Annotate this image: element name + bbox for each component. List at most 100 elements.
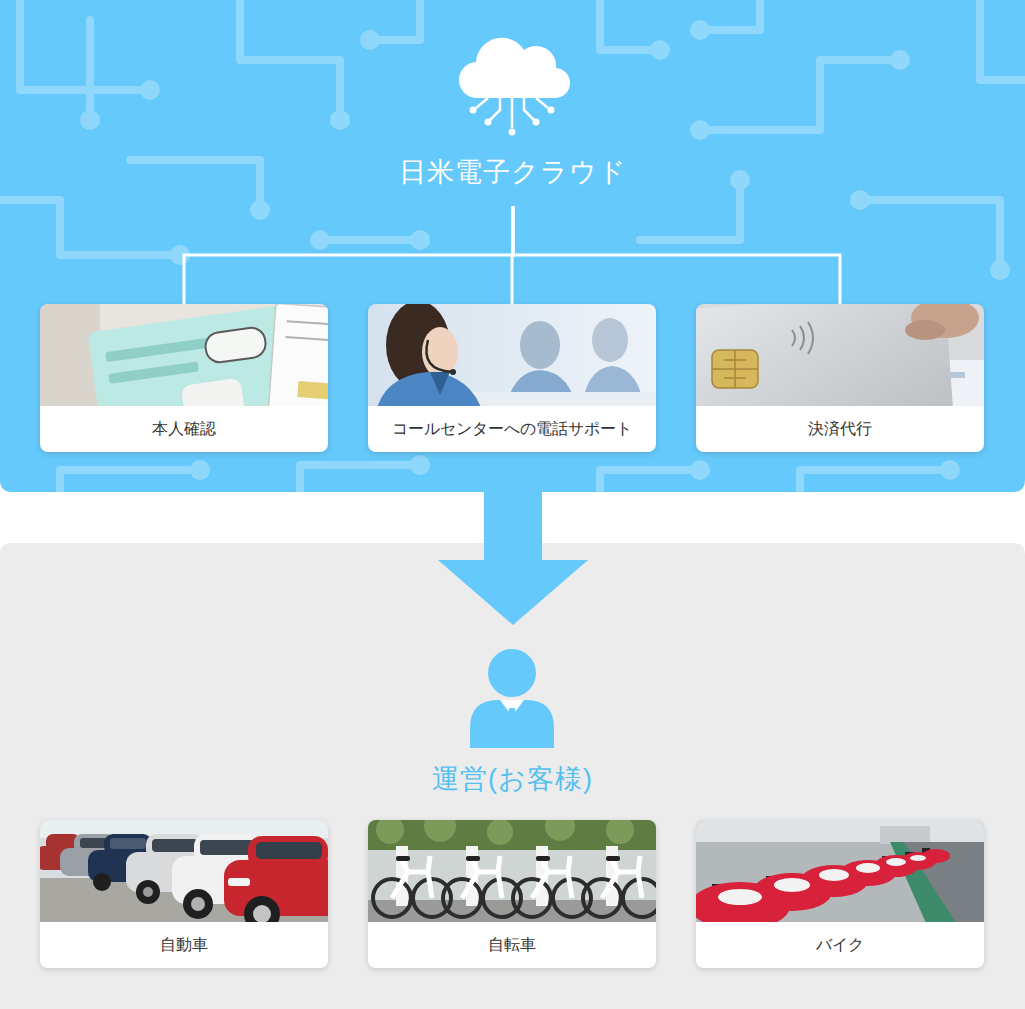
circuit-pattern	[320, 236, 420, 244]
id-card-photo	[287, 320, 328, 326]
payment-card-photo	[712, 350, 758, 388]
scooters-photo	[712, 848, 930, 912]
cloud-icon	[459, 38, 570, 98]
operator-person-icon	[470, 649, 554, 748]
service-card: 自転車	[368, 820, 656, 968]
card-label-strip: 自動車	[40, 922, 328, 968]
cloud-icon	[476, 98, 548, 128]
cloud-panel-ground	[0, 0, 1025, 492]
cloud-icon	[459, 38, 570, 136]
cloud-icon	[509, 129, 516, 136]
cloud-icon	[548, 107, 555, 114]
circuit-pattern	[700, 60, 900, 130]
card-label-strip: バイク	[696, 922, 984, 968]
tree-connector	[513, 206, 840, 304]
card-label: 自転車	[488, 935, 536, 955]
card-label-strip: 本人確認	[40, 406, 328, 452]
cars-photo	[183, 889, 213, 919]
flow-arrow	[438, 492, 588, 625]
card-label: バイク	[816, 935, 864, 955]
bicycles-photo	[376, 820, 404, 844]
cloud-icon	[470, 107, 555, 136]
service-card: 自動車	[40, 820, 328, 968]
cars-photo	[40, 820, 328, 932]
panel-heading-row: 運営(お客様)	[0, 759, 1025, 799]
cars-photo	[191, 897, 205, 911]
cars-photo	[256, 842, 322, 859]
call-center-photo	[426, 340, 452, 372]
scooters-photo	[696, 849, 950, 930]
circuit-nodes	[990, 260, 1010, 280]
bicycles-photo	[396, 856, 620, 861]
bicycles-photo	[532, 856, 572, 898]
circuit-pattern	[700, 0, 760, 30]
bicycles-photo	[487, 820, 513, 845]
card-label: コールセンターへの電話サポート	[392, 419, 632, 439]
scooters-photo	[718, 855, 926, 905]
circuit-nodes	[730, 170, 750, 190]
cloud-icon	[533, 119, 540, 126]
cars-photo	[228, 878, 250, 886]
cars-photo	[93, 873, 111, 891]
circuit-nodes	[410, 455, 430, 475]
circuit-pattern	[980, 0, 1025, 80]
service-card: 決済代行	[696, 304, 984, 452]
id-card-photo	[268, 304, 328, 416]
call-center-photo	[368, 304, 656, 416]
cloud-icon	[524, 98, 534, 120]
circuit-pattern	[0, 0, 1025, 492]
panel-heading: 日米電子クラウド	[399, 152, 627, 192]
circuit-nodes	[850, 190, 870, 210]
circuit-pattern	[240, 0, 340, 120]
card-label: 本人確認	[152, 419, 216, 439]
circuit-nodes	[140, 80, 160, 100]
cloud-icon	[490, 98, 500, 120]
call-center-photo	[592, 318, 628, 362]
scooters-photo	[819, 869, 849, 881]
scooters-photo	[910, 855, 926, 861]
bicycles-photo	[376, 820, 634, 845]
circuit-nodes	[890, 50, 910, 70]
cars-photo	[253, 905, 271, 923]
circuit-pattern	[600, 0, 660, 50]
bicycles-photo	[536, 856, 550, 861]
call-center-photo	[520, 321, 560, 369]
scooters-photo	[886, 858, 906, 866]
bicycles-photo	[368, 820, 656, 932]
service-card: コールセンターへの電話サポート	[368, 304, 656, 452]
circuit-nodes	[690, 20, 710, 40]
service-card: 本人確認	[40, 304, 328, 452]
cloud-panel-ground	[0, 0, 1025, 492]
bicycles-photo	[606, 820, 634, 844]
cloud-icon	[470, 107, 477, 114]
payment-card-photo	[696, 304, 984, 416]
scooters-photo	[696, 820, 984, 842]
circuit-nodes	[310, 230, 330, 250]
card-label-strip: コールセンターへの電話サポート	[368, 406, 656, 452]
cars-photo	[248, 836, 328, 870]
scooters-photo	[880, 826, 930, 844]
id-card-photo	[108, 361, 199, 383]
call-center-photo	[450, 369, 456, 375]
bicycles-photo	[606, 856, 620, 861]
id-card-photo	[40, 304, 328, 416]
bicycles-photo	[396, 856, 410, 861]
circuit-pattern	[60, 470, 200, 492]
id-card-photo	[285, 336, 328, 342]
operator-person-icon	[488, 649, 536, 697]
cars-photo	[152, 839, 198, 852]
cloud-icon	[511, 98, 514, 128]
circuit-nodes	[690, 120, 710, 140]
circuit-pattern	[300, 465, 420, 492]
payment-card-photo	[792, 322, 813, 354]
bicycles-photo	[466, 856, 480, 861]
circuit-pattern	[0, 200, 180, 255]
payment-card-photo	[712, 350, 758, 388]
circuit-pattern	[640, 180, 740, 240]
bicycles-photo	[462, 856, 502, 898]
circuit-nodes	[940, 460, 960, 480]
cloud-icon	[536, 98, 548, 108]
bicycles-photo	[392, 856, 642, 898]
scooters-photo	[774, 878, 810, 892]
